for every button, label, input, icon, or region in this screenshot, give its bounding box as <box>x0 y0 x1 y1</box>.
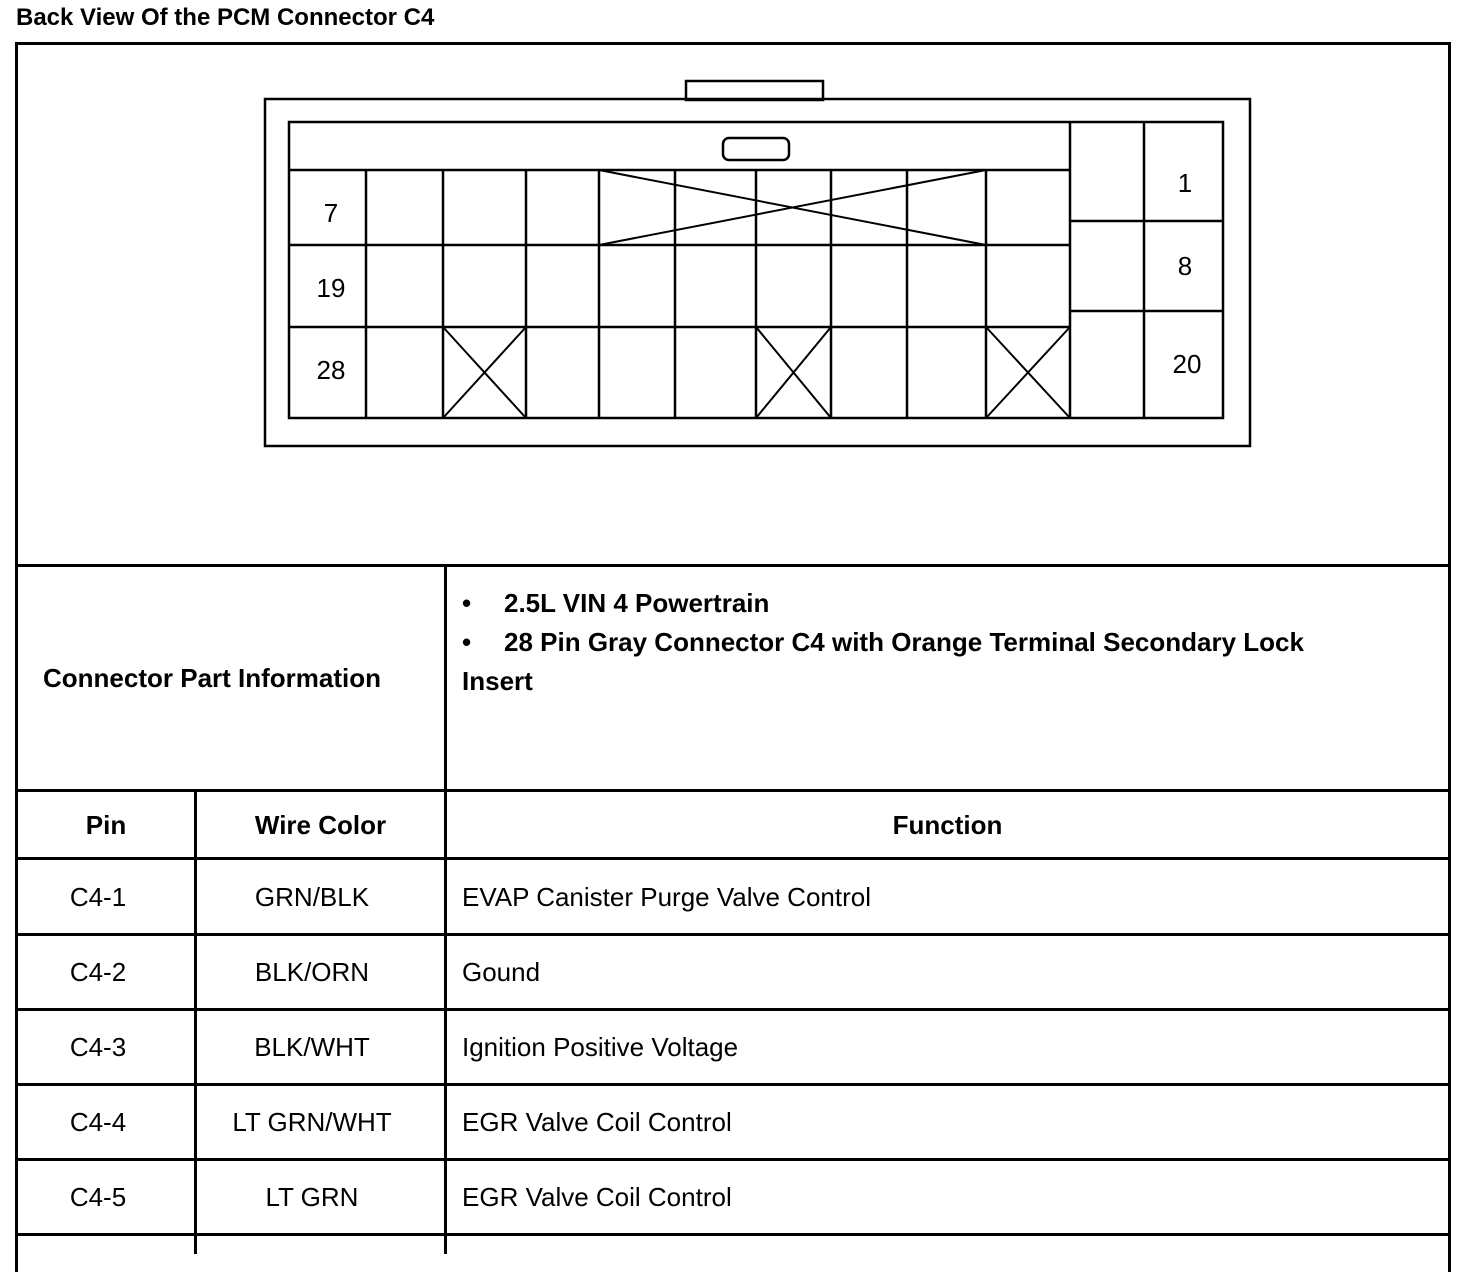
function-cell: Ignition Positive Voltage <box>462 1032 739 1062</box>
bullet: • <box>462 588 472 618</box>
pin-label-19: 19 <box>317 273 346 303</box>
function-cell: Gound <box>462 957 541 987</box>
column-divider <box>194 789 197 1254</box>
part-info-continuation: Insert <box>462 666 533 696</box>
wire-color-cell: BLK/ORN <box>254 957 370 987</box>
part-info-text: 2.5L VIN 4 Powertrain <box>504 588 770 618</box>
connector-key-slot <box>721 136 791 162</box>
wire-color-cell: LT GRN/WHT <box>232 1107 392 1137</box>
pin-cell: C4-3 <box>69 1032 127 1062</box>
table-rule <box>15 1233 1451 1236</box>
table-rule <box>15 857 1451 860</box>
connector-table-frame <box>15 42 1451 1272</box>
table-rule <box>15 933 1451 936</box>
pin-cell: C4-1 <box>69 881 127 912</box>
function-cell: EVAP Canister Purge Valve Control <box>462 881 871 912</box>
header-function: Function <box>892 809 1003 840</box>
table-rule <box>15 789 1451 792</box>
pin-label-7: 7 <box>324 198 338 228</box>
table-rule <box>15 564 1451 567</box>
table-rule <box>15 1008 1451 1011</box>
pin-cell: C4-4 <box>69 1107 127 1137</box>
header-pin: Pin <box>85 809 127 840</box>
connector-housing <box>263 97 1252 448</box>
pin-label-1: 1 <box>1178 168 1192 198</box>
function-cell: EGR Valve Coil Control <box>462 1107 732 1137</box>
column-divider <box>444 564 447 1254</box>
part-info-details: • 2.5L VIN 4 Powertrain • 28 Pin Gray Co… <box>462 584 1304 701</box>
part-info-line: • 28 Pin Gray Connector C4 with Orange T… <box>462 623 1304 662</box>
table-rule <box>15 1158 1451 1161</box>
part-info-text: 28 Pin Gray Connector C4 with Orange Ter… <box>504 627 1304 657</box>
part-info-line: • 2.5L VIN 4 Powertrain <box>462 584 1304 623</box>
function-cell: EGR Valve Coil Control <box>462 1182 732 1212</box>
pin-label-28: 28 <box>317 355 346 385</box>
pin-label-20: 20 <box>1173 349 1202 379</box>
bullet: • <box>462 627 472 657</box>
table-rule <box>15 1083 1451 1086</box>
page-title: Back View Of the PCM Connector C4 <box>16 4 435 31</box>
header-wire-color: Wire Color <box>254 809 387 840</box>
part-info-label: Connector Part Information <box>43 663 382 693</box>
pin-cell: C4-2 <box>69 957 127 987</box>
wire-color-cell: LT GRN <box>265 1182 359 1212</box>
wire-color-cell: GRN/BLK <box>254 881 370 912</box>
connector-diagram: 7 19 28 1 8 20 <box>263 79 1252 448</box>
pin-cell: C4-5 <box>69 1182 127 1212</box>
connector-latch-tab <box>684 79 825 102</box>
pin-label-8: 8 <box>1178 251 1192 281</box>
wire-color-cell: BLK/WHT <box>254 1032 370 1062</box>
